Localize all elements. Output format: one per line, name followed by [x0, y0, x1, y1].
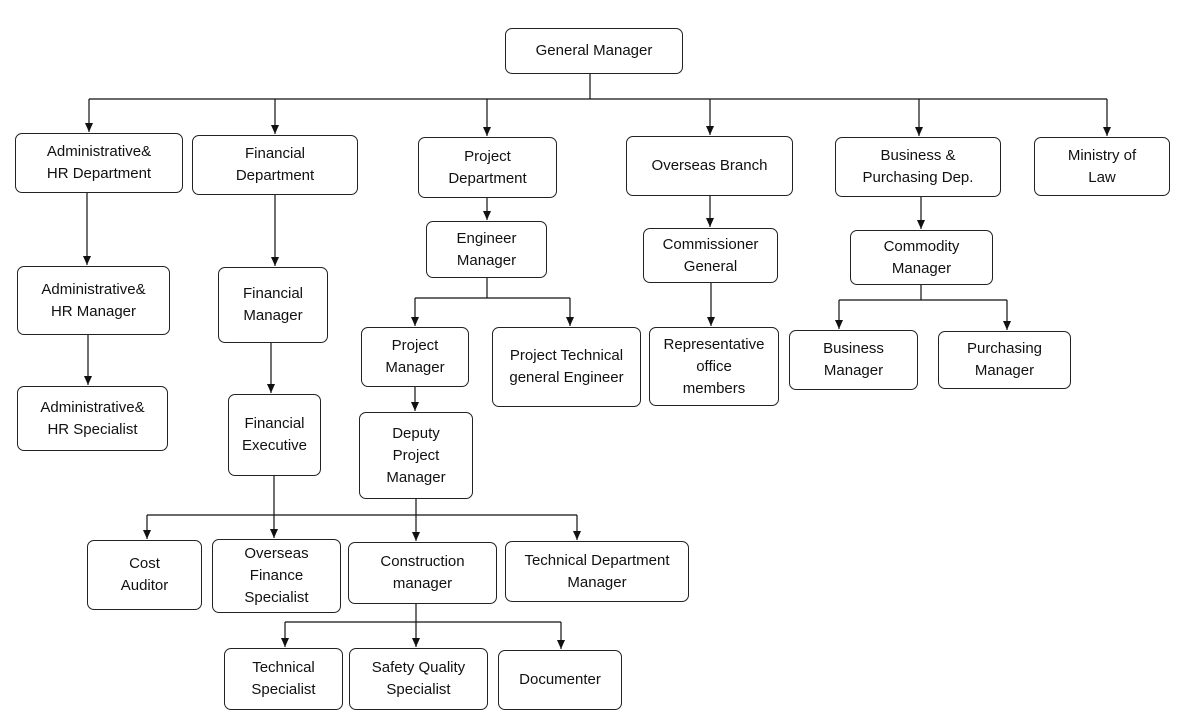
- node-financial-department: Financial Department: [192, 135, 358, 195]
- node-project-manager: Project Manager: [361, 327, 469, 387]
- node-admin-hr-department: Administrative& HR Department: [15, 133, 183, 193]
- node-representative-office-members: Representative office members: [649, 327, 779, 406]
- node-cost-auditor: Cost Auditor: [87, 540, 202, 610]
- node-safety-quality-specialist: Safety Quality Specialist: [349, 648, 488, 710]
- node-business-manager: Business Manager: [789, 330, 918, 390]
- node-overseas-finance-specialist: Overseas Finance Specialist: [212, 539, 341, 613]
- node-business-purchasing-dep: Business & Purchasing Dep.: [835, 137, 1001, 197]
- node-admin-hr-manager: Administrative& HR Manager: [17, 266, 170, 335]
- node-technical-department-manager: Technical Department Manager: [505, 541, 689, 602]
- node-general-manager: General Manager: [505, 28, 683, 74]
- node-engineer-manager: Engineer Manager: [426, 221, 547, 278]
- node-construction-manager: Construction manager: [348, 542, 497, 604]
- node-purchasing-manager: Purchasing Manager: [938, 331, 1071, 389]
- node-financial-executive: Financial Executive: [228, 394, 321, 476]
- node-commodity-manager: Commodity Manager: [850, 230, 993, 285]
- node-project-technical-engineer: Project Technical general Engineer: [492, 327, 641, 407]
- node-deputy-project-manager: Deputy Project Manager: [359, 412, 473, 499]
- node-ministry-of-law: Ministry of Law: [1034, 137, 1170, 196]
- node-overseas-branch: Overseas Branch: [626, 136, 793, 196]
- node-technical-specialist: Technical Specialist: [224, 648, 343, 710]
- node-project-department: Project Department: [418, 137, 557, 198]
- node-admin-hr-specialist: Administrative& HR Specialist: [17, 386, 168, 451]
- node-documenter: Documenter: [498, 650, 622, 710]
- node-financial-manager: Financial Manager: [218, 267, 328, 343]
- node-commissioner-general: Commissioner General: [643, 228, 778, 283]
